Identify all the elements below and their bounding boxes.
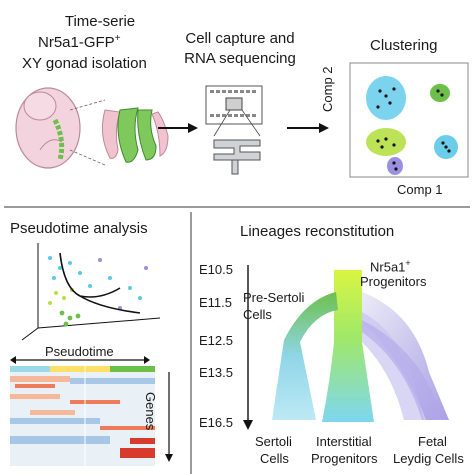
genes-arrow: [165, 372, 173, 462]
pseudotime-3d-plot: [21, 243, 161, 341]
heatmap-genes-label: Genes: [143, 392, 158, 431]
sertoli-label-line1: Sertoli: [255, 434, 292, 449]
isolation-line3: XY gonad isolation: [22, 55, 147, 72]
capture-chip-icon: [205, 85, 263, 175]
arrow-to-capture: [158, 123, 198, 133]
isolation-line2: Nr5a1-GFP+: [38, 33, 121, 51]
isolation-line1: Time-serie: [64, 13, 136, 30]
interstitial-label-line2: Progenitors: [311, 451, 378, 466]
sertoli-label-line2: Cells: [260, 451, 289, 466]
vertical-divider: [190, 212, 192, 474]
clustering-ylabel: Comp 2: [320, 66, 335, 112]
heatmap-pseudotime-label: Pseudotime: [45, 344, 114, 359]
clustering-plot: [349, 62, 469, 178]
pre-sertoli-label-line1: Pre-Sertoli: [243, 290, 305, 305]
stage-label: E16.5: [199, 415, 233, 430]
progenitors-sup: +: [405, 258, 411, 268]
progenitors-label-line1: Nr5a1+: [370, 258, 411, 274]
isolation-gene-sup: +: [114, 33, 121, 44]
clustering-xlabel: Comp 1: [397, 182, 443, 197]
fetal-label-line2: Leydig Cells: [393, 451, 464, 466]
interstitial-label-line1: Interstitial: [316, 434, 372, 449]
stage-label: E10.5: [199, 262, 233, 277]
lineage-tree: [272, 270, 449, 422]
stage-label: E12.5: [199, 333, 233, 348]
stage-label: E11.5: [199, 295, 233, 310]
stage-label: E13.5: [199, 365, 233, 380]
fetal-label-line1: Fetal: [418, 434, 447, 449]
pseudotime-title: Pseudotime analysis: [10, 220, 148, 237]
expression-heatmap: [10, 366, 155, 466]
horizontal-divider: [4, 206, 470, 208]
pre-sertoli-label-line2: Cells: [243, 307, 272, 322]
time-arrow: [243, 265, 253, 430]
progenitors-gene: Nr5a1: [370, 259, 406, 275]
isolation-gene-label: Nr5a1-GFP: [38, 34, 115, 51]
capture-line1: Cell capture and: [185, 30, 295, 47]
lineages-title: Lineages reconstitution: [240, 223, 395, 240]
capture-line2: RNA sequencing: [184, 50, 296, 67]
pseudotime-arrow: [10, 356, 150, 364]
clustering-title: Clustering: [370, 37, 438, 54]
arrow-to-clustering: [287, 123, 329, 133]
embryo-illustration: [15, 87, 169, 169]
progenitors-label-line2: Progenitors: [360, 274, 427, 289]
